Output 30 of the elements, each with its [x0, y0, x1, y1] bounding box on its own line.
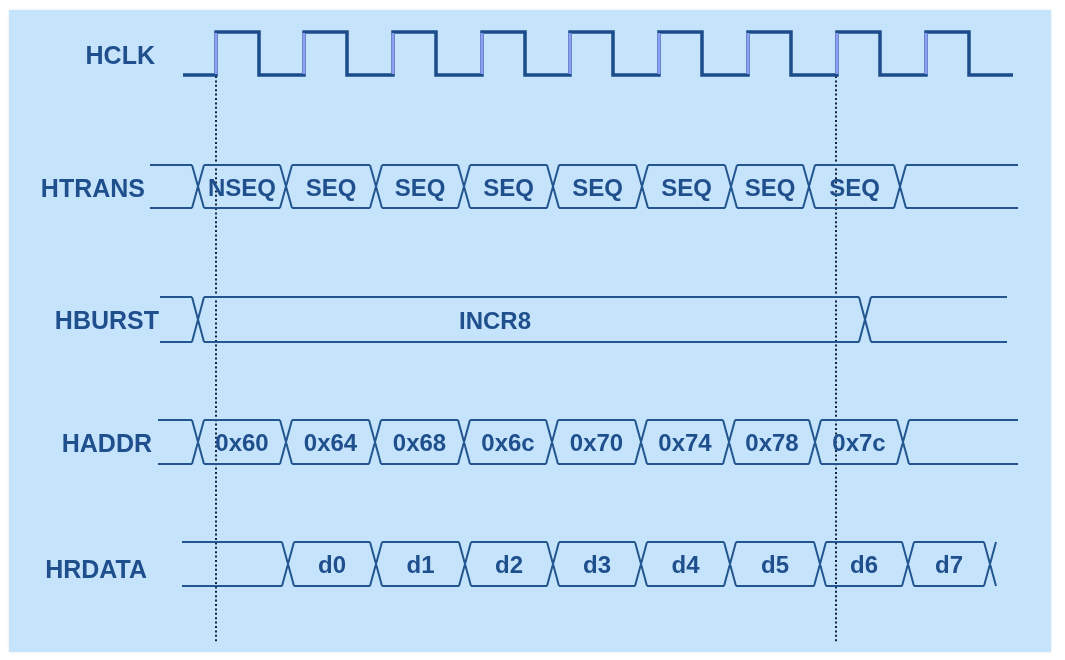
bus-value: 0x64	[303, 431, 358, 455]
bus-value: 0x60	[215, 431, 269, 455]
bus-value: SEQ	[394, 175, 446, 200]
signal-name: HCLK	[85, 42, 155, 68]
bus-value: d7	[935, 553, 963, 577]
signal-name: HBURST	[54, 307, 159, 333]
bus-value: 0x78	[745, 431, 799, 455]
bus-value: INCR8	[459, 308, 531, 333]
bus-value: 0x74	[658, 431, 712, 455]
bus-value: 0x6c	[481, 431, 535, 455]
signal-name: HRDATA	[45, 556, 147, 582]
bus-value: 0x7c	[832, 431, 886, 455]
bus-value: d3	[583, 553, 611, 577]
bus-value: d0	[318, 553, 346, 577]
bus-value: SEQ	[829, 175, 880, 200]
bus-value: SEQ	[572, 175, 623, 200]
bus-value: d2	[495, 553, 523, 577]
bus-value: 0x70	[569, 431, 624, 455]
signal-name: HADDR	[61, 430, 152, 456]
bus-value: NSEQ	[208, 175, 276, 200]
bus-value: SEQ	[661, 175, 712, 200]
bus-value: d5	[761, 553, 789, 577]
bus-value: SEQ	[744, 175, 796, 200]
bus-value: d1	[406, 553, 435, 577]
bus-value: d6	[850, 553, 878, 577]
bus-value: 0x68	[392, 431, 447, 455]
bus-value: SEQ	[305, 175, 357, 200]
bus-value: SEQ	[483, 175, 534, 200]
bus-value: d4	[671, 553, 700, 577]
signal-name: HTRANS	[40, 175, 145, 201]
